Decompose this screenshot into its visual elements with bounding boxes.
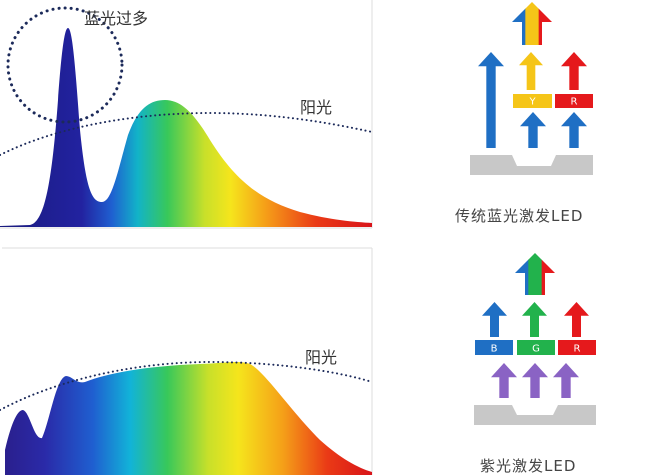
blue-phosphor-box (475, 340, 513, 355)
red-light-arrow (564, 302, 589, 337)
violet-excitation-arrow (522, 363, 548, 398)
yellow-phosphor-label: Y (528, 97, 536, 108)
blue-excitation-arrow (561, 112, 587, 148)
sunlight-spectrum-curve (0, 111, 373, 156)
blue-excess-label: 蓝光过多 (84, 9, 149, 28)
traditional-led-spectrum-chart (0, 0, 373, 229)
violet-led-caption: 紫光激发LED (480, 457, 577, 475)
violet-led-spectrum-chart (0, 247, 373, 475)
led-chip-base (474, 405, 596, 425)
combined-white-light-arrow (512, 2, 552, 45)
blue-phosphor-label: B (491, 344, 498, 355)
sunlight-label: 阳光 (305, 348, 338, 367)
sunlight-spectrum-curve (0, 360, 373, 411)
blue-light-arrow (482, 302, 507, 337)
blue-excitation-arrow (520, 112, 546, 148)
red-light-arrow (561, 52, 587, 90)
violet-excitation-arrow (553, 363, 579, 398)
green-phosphor-label: G (532, 344, 540, 355)
blue-light-arrow (478, 52, 504, 148)
led-chip-base (470, 155, 593, 175)
led-spectrum-area (5, 361, 372, 475)
red-phosphor-box (558, 340, 596, 355)
combined-white-light-arrow (515, 253, 555, 295)
green-light-arrow (522, 302, 547, 337)
red-phosphor-label: R (571, 97, 578, 108)
yellow-light-arrow (519, 52, 543, 90)
traditional-led-caption: 传统蓝光激发LED (455, 207, 584, 225)
violet-excitation-arrow (491, 363, 517, 398)
sunlight-label: 阳光 (300, 98, 333, 117)
red-phosphor-label: R (574, 344, 581, 355)
led-spectrum-area (0, 28, 372, 227)
blue-excess-highlight-circle (6, 6, 124, 124)
green-phosphor-box (517, 340, 555, 355)
yellow-phosphor-box (513, 94, 552, 108)
red-phosphor-box (555, 94, 593, 108)
